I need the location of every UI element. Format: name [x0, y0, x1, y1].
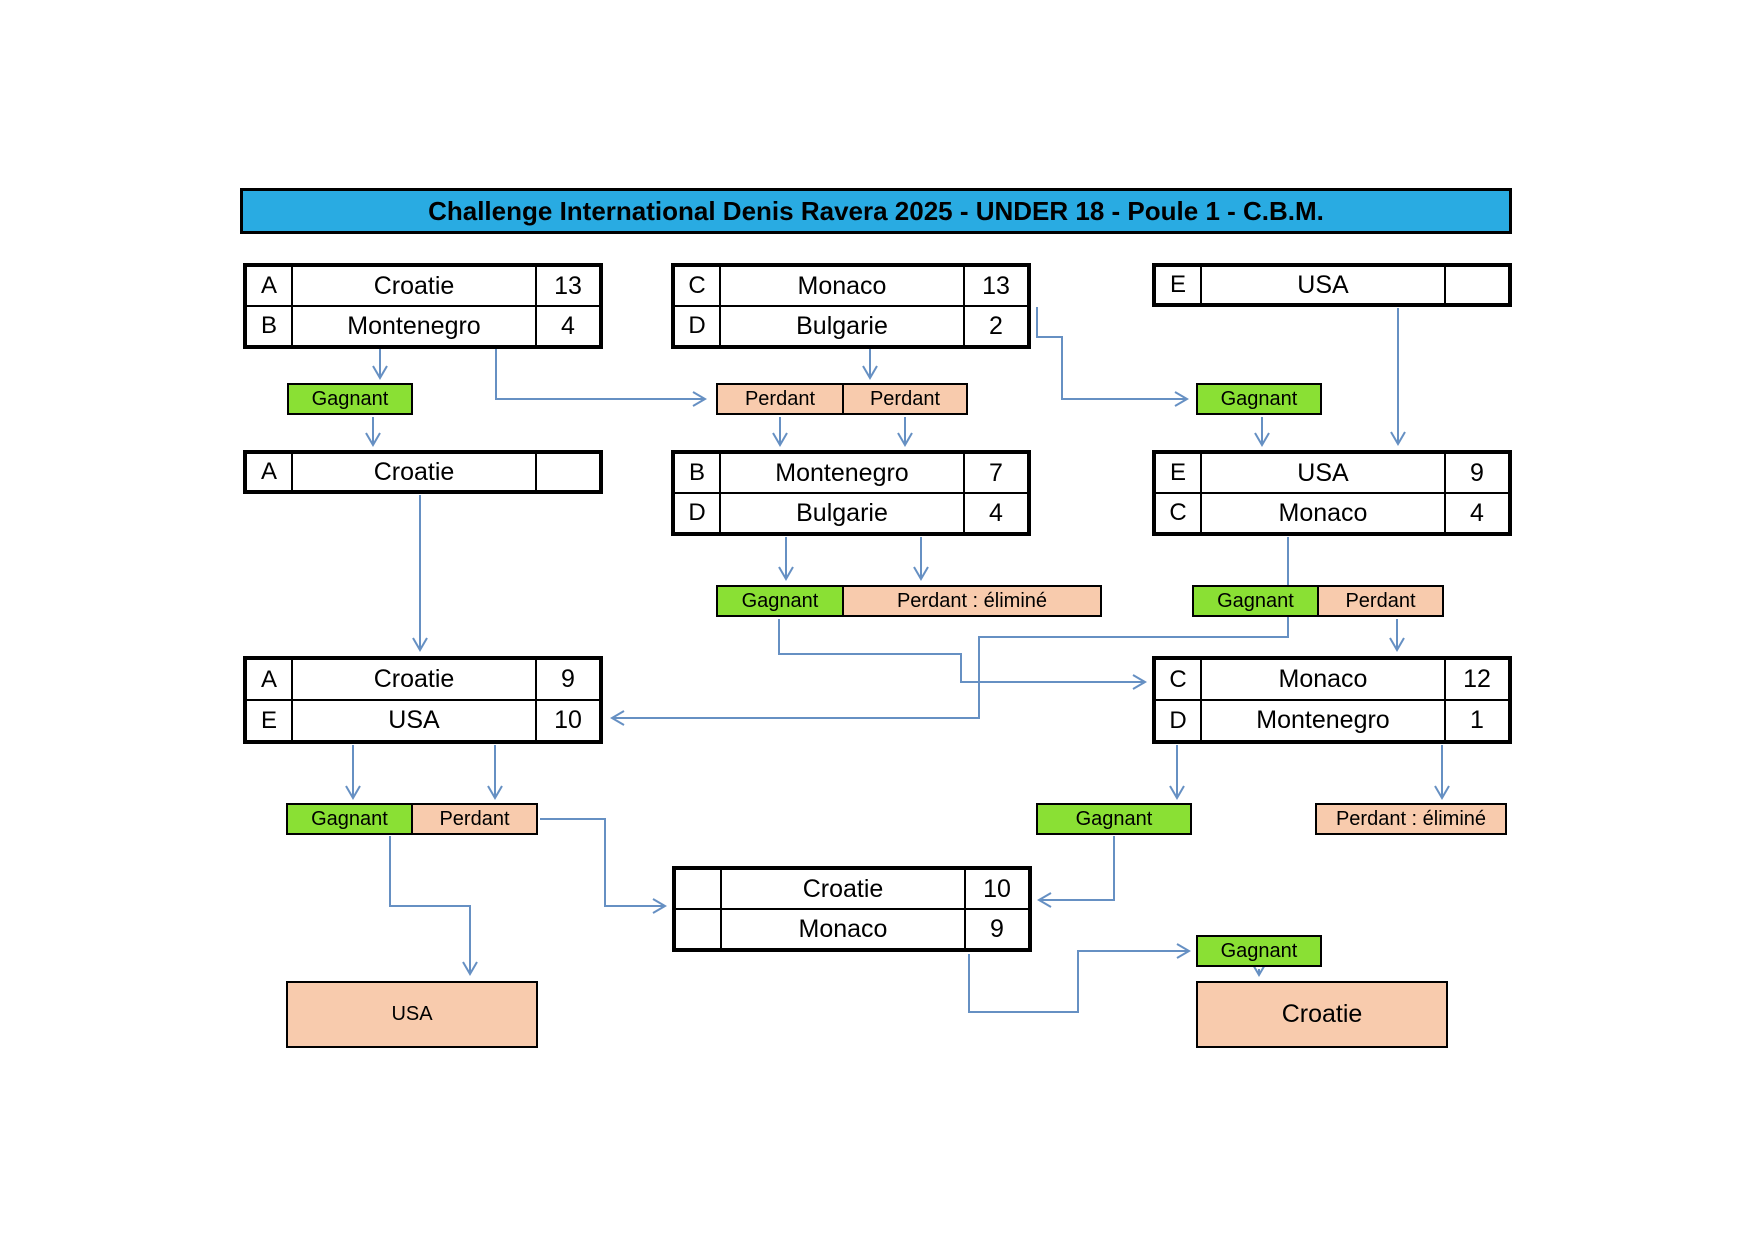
connector-gagnant-bl-to-usa-box: [389, 836, 478, 976]
match-row: A Croatie 13: [247, 267, 599, 305]
team-name: Montenegro: [347, 311, 481, 340]
connector-gagnant-br-to-m9: [1037, 836, 1115, 908]
team-name: Croatie: [802, 874, 884, 903]
winner-ab-box: A Croatie: [243, 450, 603, 494]
match-ec: E USA 9 C Monaco 4: [1152, 450, 1512, 536]
seed-letter: B: [675, 454, 721, 492]
seed-letter: D: [675, 307, 721, 345]
seed-letter: E: [1156, 267, 1202, 303]
team-score: 12: [1444, 660, 1508, 699]
team-name: USA: [388, 706, 440, 734]
match-row: C Monaco 4: [1156, 492, 1508, 532]
team-score: 9: [535, 660, 599, 699]
team-name: USA: [1297, 270, 1349, 299]
connector-m1-to-perdant-strip: [495, 349, 707, 407]
team-name: Monaco: [1278, 498, 1368, 527]
label-gagnant-ec: Gagnant: [1192, 585, 1319, 617]
connector-m2-to-gagnant-right: [1036, 307, 1189, 407]
team-score: [1444, 267, 1508, 303]
team-score: 13: [963, 267, 1027, 305]
match-row: Croatie 10: [676, 870, 1028, 908]
match-row: A Croatie: [247, 454, 599, 490]
seed-letter: D: [675, 494, 721, 532]
match-ab-round1: A Croatie 13 B Montenegro 4: [243, 263, 603, 349]
seed-letter: D: [1156, 701, 1202, 740]
team-name: USA: [1297, 458, 1349, 487]
label-gagnant-bd: Gagnant: [716, 585, 844, 617]
match-row: E USA 9: [1156, 454, 1508, 492]
team-score: 4: [1444, 494, 1508, 532]
team-name: Monaco: [1278, 665, 1368, 693]
result-box-usa: USA: [286, 981, 538, 1048]
title-bar: Challenge International Denis Ravera 202…: [240, 188, 1512, 234]
match-row: D Montenegro 1: [1156, 699, 1508, 740]
team-score: 9: [964, 910, 1028, 948]
match-row: E USA: [1156, 267, 1508, 303]
team-name: Monaco: [798, 914, 888, 943]
team-score: 1: [1444, 701, 1508, 740]
match-row: B Montenegro 7: [675, 454, 1027, 492]
team-score: 4: [535, 307, 599, 345]
match-row: A Croatie 9: [247, 660, 599, 699]
seed-letter: E: [247, 701, 293, 740]
label-perdant-d: Perdant: [842, 383, 968, 415]
connector-perdant-bl-to-m9: [540, 818, 667, 914]
team-name: Monaco: [797, 271, 887, 300]
label-perdant-elimine-bd: Perdant : éliminé: [842, 585, 1102, 617]
match-row: D Bulgarie 2: [675, 305, 1027, 345]
team-score: 10: [535, 701, 599, 740]
team-score: [535, 454, 599, 490]
label-gagnant-cd: Gagnant: [1196, 383, 1322, 415]
seed-letter: A: [247, 660, 293, 699]
seed-letter: A: [247, 454, 293, 490]
match-row: C Monaco 12: [1156, 660, 1508, 699]
team-score: 7: [963, 454, 1027, 492]
match-row: E USA 10: [247, 699, 599, 740]
connector-gagnant-mid-to-m8: [778, 619, 1147, 690]
seed-letter: E: [1156, 454, 1202, 492]
team-score: 10: [964, 870, 1028, 908]
team-score: 2: [963, 307, 1027, 345]
team-name: Croatie: [373, 665, 455, 693]
team-name: Croatie: [373, 457, 455, 486]
final-match: Croatie 10 Monaco 9: [672, 866, 1032, 952]
seed-letter: C: [1156, 660, 1202, 699]
team-name: Bulgarie: [796, 498, 888, 527]
label-gagnant-final: Gagnant: [1196, 935, 1322, 967]
seed-letter: B: [247, 307, 293, 345]
label-perdant-a: Perdant: [716, 383, 844, 415]
seed-letter: [676, 870, 722, 908]
team-e-box: E USA: [1152, 263, 1512, 307]
team-name: Bulgarie: [796, 311, 888, 340]
match-ae: A Croatie 9 E USA 10: [243, 656, 603, 744]
match-row: B Montenegro 4: [247, 305, 599, 345]
connector-m9-to-gagnant-final: [968, 943, 1191, 1013]
seed-letter: [676, 910, 722, 948]
seed-letter: C: [1156, 494, 1202, 532]
match-cd-round1: C Monaco 13 D Bulgarie 2: [671, 263, 1031, 349]
team-name: Croatie: [373, 271, 455, 300]
seed-letter: C: [675, 267, 721, 305]
match-row: D Bulgarie 4: [675, 492, 1027, 532]
match-bd-losers: B Montenegro 7 D Bulgarie 4: [671, 450, 1031, 536]
label-gagnant-cd3: Gagnant: [1036, 803, 1192, 835]
label-gagnant-ab: Gagnant: [287, 383, 413, 415]
match-row: Monaco 9: [676, 908, 1028, 948]
team-name: Montenegro: [1256, 706, 1390, 734]
team-score: 13: [535, 267, 599, 305]
label-gagnant-ae: Gagnant: [286, 803, 413, 835]
team-score: 4: [963, 494, 1027, 532]
team-name: Montenegro: [775, 458, 909, 487]
team-score: 9: [1444, 454, 1508, 492]
match-row: C Monaco 13: [675, 267, 1027, 305]
match-cd-round3: C Monaco 12 D Montenegro 1: [1152, 656, 1512, 744]
label-perdant-ec: Perdant: [1317, 585, 1444, 617]
label-perdant-ae: Perdant: [411, 803, 538, 835]
seed-letter: A: [247, 267, 293, 305]
label-perdant-elimine-cd3: Perdant : éliminé: [1315, 803, 1507, 835]
result-box-winner: Croatie: [1196, 981, 1448, 1048]
